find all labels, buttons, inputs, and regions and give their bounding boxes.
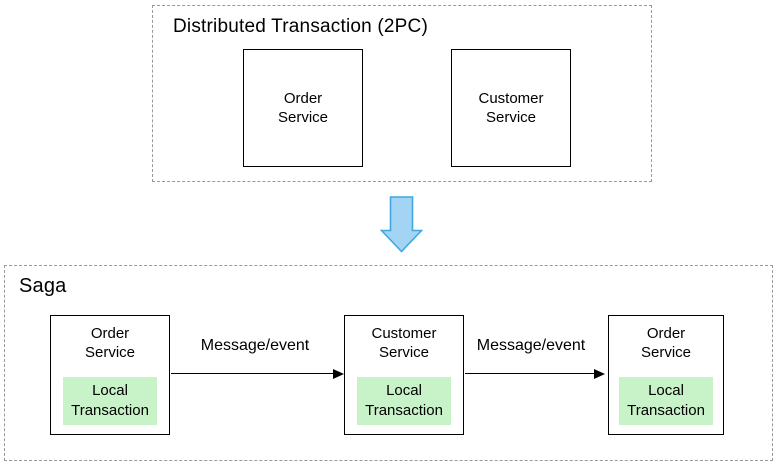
message-arrowhead-icon-2 — [594, 368, 605, 379]
local-transaction-box: Local Transaction — [63, 377, 157, 425]
customer-service-label: Customer Service — [478, 90, 544, 126]
customer-service-label: Customer Service — [371, 325, 437, 361]
order-service-label: Order Service — [84, 325, 136, 361]
distributed-transaction-section: Distributed Transaction (2PC) Order Serv… — [152, 5, 652, 182]
saga-section: Saga Order Service Local Transaction Mes… — [4, 265, 773, 461]
local-transaction-box: Local Transaction — [357, 377, 451, 425]
customer-service-node-2pc: Customer Service — [451, 49, 571, 167]
message-arrowhead-icon-1 — [333, 368, 344, 379]
customer-service-node-saga: Customer Service Local Transaction — [344, 315, 464, 435]
local-transaction-box: Local Transaction — [619, 377, 713, 425]
message-arrow-line-1 — [171, 373, 337, 374]
down-arrow-icon — [380, 196, 423, 253]
message-event-label-1: Message/event — [200, 337, 310, 354]
saga-title: Saga — [19, 275, 67, 297]
order-service-node-saga-1: Order Service Local Transaction — [50, 315, 170, 435]
order-service-label: Order Service — [277, 90, 329, 126]
order-service-label: Order Service — [640, 325, 692, 361]
message-arrow-line-2 — [465, 373, 598, 374]
order-service-node-saga-2: Order Service Local Transaction — [608, 315, 724, 435]
distributed-transaction-title: Distributed Transaction (2PC) — [173, 16, 429, 37]
order-service-node-2pc: Order Service — [243, 49, 363, 167]
message-event-label-2: Message/event — [476, 337, 586, 354]
